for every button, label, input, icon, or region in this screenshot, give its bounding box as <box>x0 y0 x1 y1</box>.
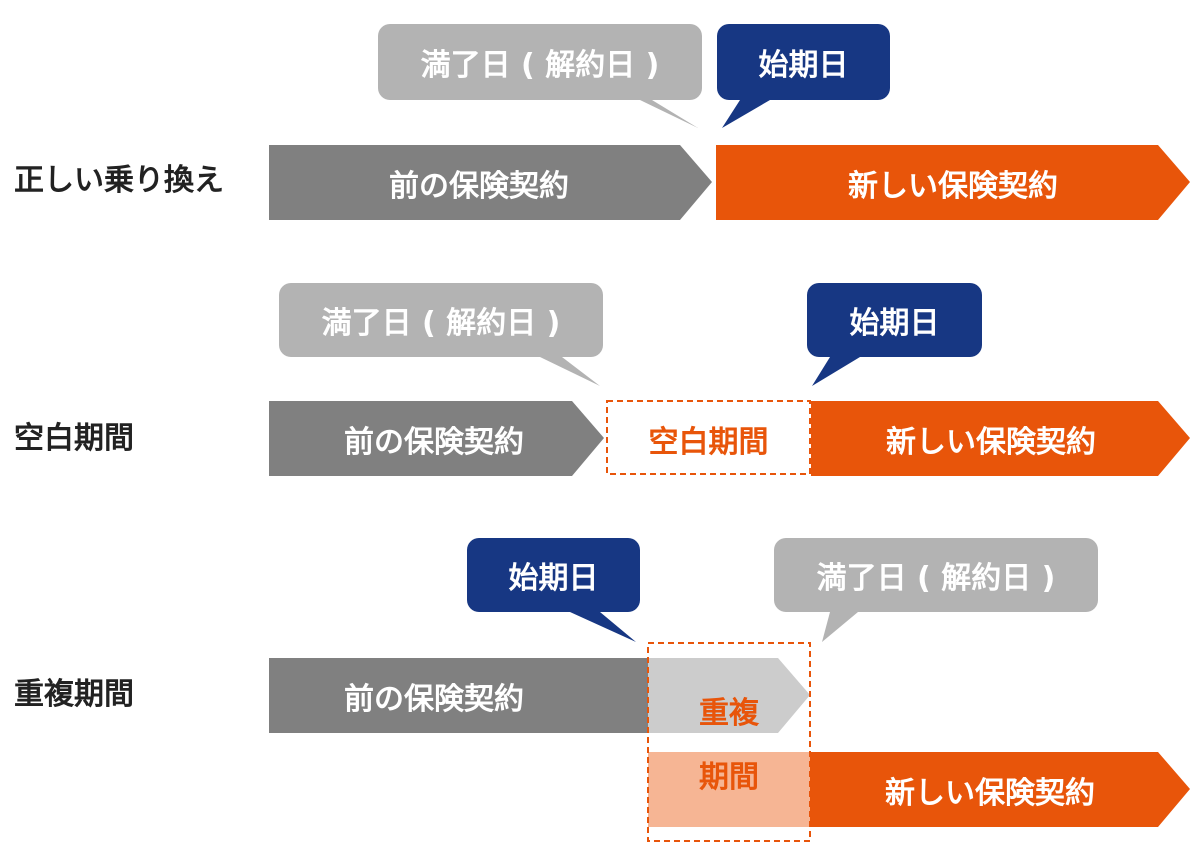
row-label-overlap-period: 重複期間 <box>14 677 134 712</box>
expiry-date-label: 満了日 ( 解約日 ) <box>816 561 1056 596</box>
old-contract-bar: 前の保険契約 <box>269 401 604 476</box>
expiry-date-label: 満了日 ( 解約日 ) <box>321 306 561 341</box>
new-contract-bar: 新しい保険契約 <box>810 752 1190 827</box>
overlap-period-label-line2: 期間 <box>699 760 759 795</box>
start-date-label: 始期日 <box>508 561 599 596</box>
start-date-label: 始期日 <box>849 306 940 341</box>
start-date-label: 始期日 <box>758 48 849 83</box>
gap-period-label: 空白期間 <box>648 424 769 460</box>
old-contract-label: 前の保険契約 <box>344 681 524 717</box>
new-contract-label: 新しい保険契約 <box>886 424 1096 460</box>
new-contract-label: 新しい保険契約 <box>885 775 1095 811</box>
new-contract-bar: 新しい保険契約 <box>716 145 1190 220</box>
old-contract-bar: 前の保険契約 <box>269 145 689 220</box>
old-contract-bar: 前の保険契約 <box>269 658 809 733</box>
old-contract-label: 前の保険契約 <box>344 424 524 460</box>
new-contract-label: 新しい保険契約 <box>848 168 1058 204</box>
overlap-period-label-line1: 重複 <box>699 696 759 731</box>
row-label-gap-period: 空白期間 <box>14 421 134 456</box>
new-contract-bar: 新しい保険契約 <box>811 401 1190 476</box>
expiry-date-label: 満了日 ( 解約日 ) <box>420 48 660 83</box>
old-contract-label: 前の保険契約 <box>389 168 569 204</box>
row-label-correct-switch: 正しい乗り換え <box>14 163 224 198</box>
